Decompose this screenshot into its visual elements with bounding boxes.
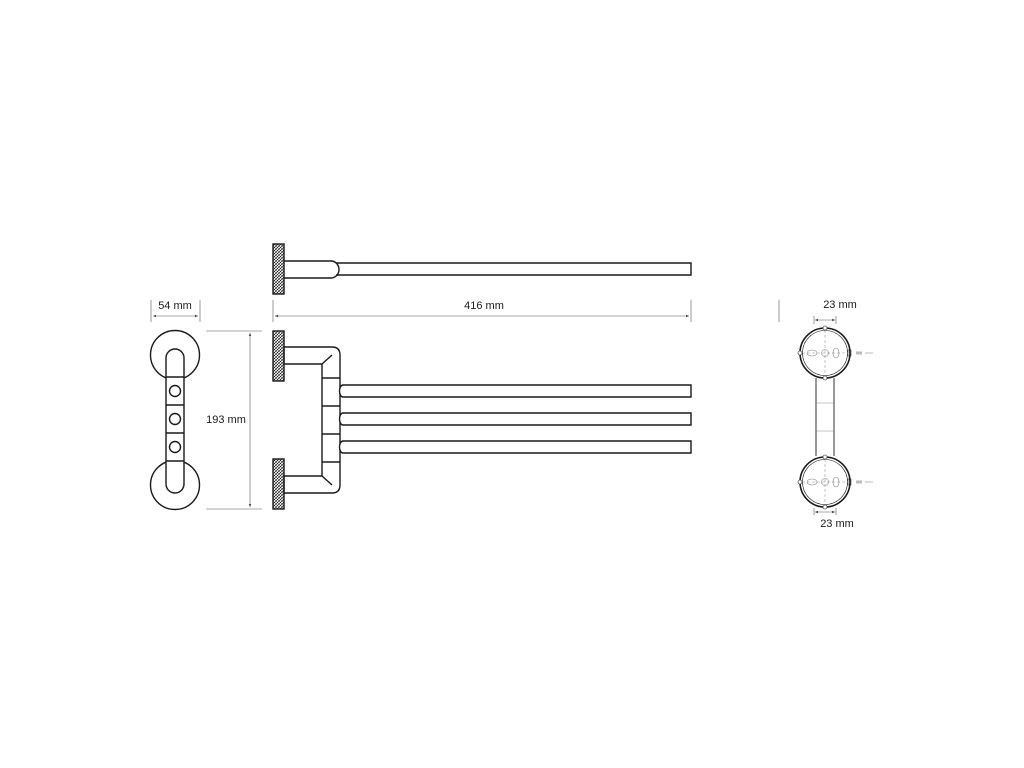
- top-view-arm-rod: [336, 262, 692, 276]
- end-view-bracket: [165, 348, 185, 494]
- height-dimension: 193 mm: [206, 330, 262, 510]
- end-view-arm-pivot: [168, 440, 182, 454]
- mount-view: 23 mm 23 mm: [778, 299, 873, 530]
- mount-view-bottom-rosette: [797, 454, 873, 510]
- top-view-arm-hub: [284, 260, 340, 279]
- front-view-arm-3: [338, 440, 692, 454]
- front-view-arm-1: [338, 384, 692, 398]
- end-view: [149, 329, 201, 511]
- mount-top-label: 23 mm: [823, 299, 857, 311]
- mount-view-top-rosette: [797, 325, 873, 381]
- width-dimension: 54 mm: [150, 300, 201, 322]
- front-view-bottom-wall-plate: [272, 458, 285, 510]
- top-view-wall-plate: [272, 243, 285, 295]
- front-view: [272, 330, 692, 510]
- height-label: 193 mm: [206, 414, 246, 426]
- mount-bottom-label: 23 mm: [820, 518, 854, 530]
- mount-bottom-dimension: 23 mm: [813, 508, 854, 530]
- front-view-arm-2: [338, 412, 692, 426]
- end-view-arm-pivot: [168, 384, 182, 398]
- end-view-arm-pivot: [168, 412, 182, 426]
- front-view-support-bracket: [283, 346, 341, 494]
- top-view: [272, 243, 692, 295]
- front-view-top-wall-plate: [272, 330, 285, 382]
- mount-top-dimension: 23 mm: [813, 299, 857, 324]
- width-label: 54 mm: [158, 300, 192, 312]
- length-label: 416 mm: [464, 300, 504, 312]
- length-dimension: 416 mm: [272, 300, 692, 322]
